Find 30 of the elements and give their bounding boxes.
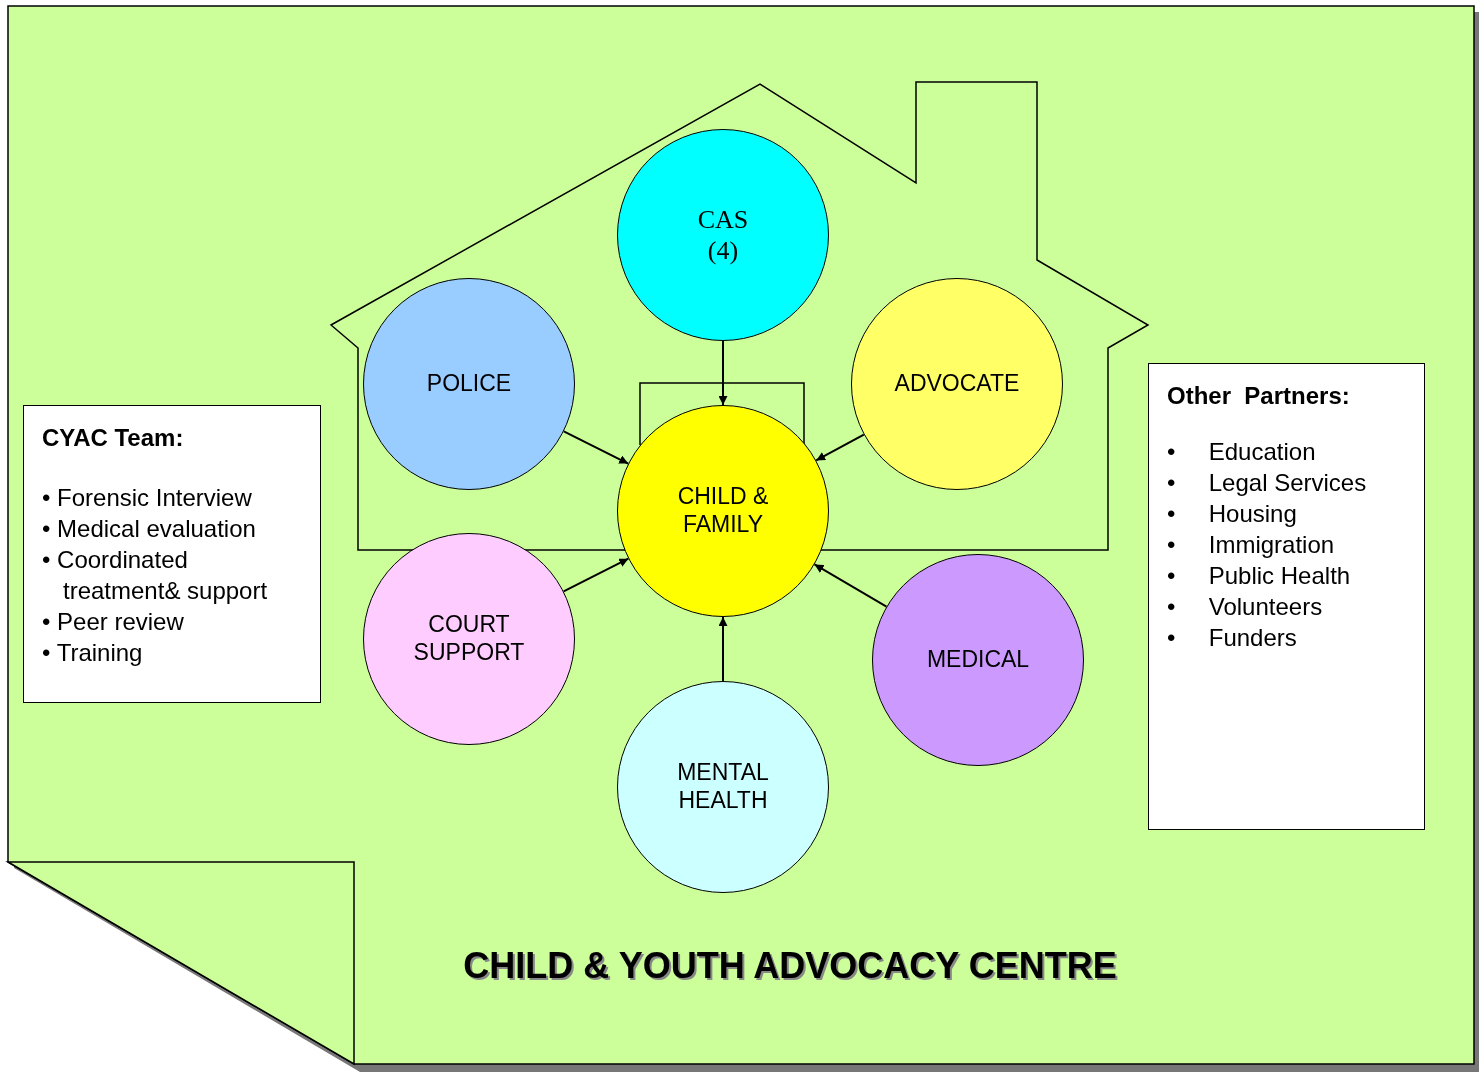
panel-heading: Other Partners: xyxy=(1167,382,1351,410)
diagram-title: CHILD & YOUTH ADVOCACY CENTRE xyxy=(462,945,1118,987)
node-label: CHILD & FAMILY xyxy=(676,483,770,539)
list-item: • Peer review xyxy=(42,607,185,637)
arrow xyxy=(718,616,728,682)
list-item: • Volunteers xyxy=(1167,592,1324,622)
node-label: COURT SUPPORT xyxy=(412,611,526,667)
arrow xyxy=(562,430,630,465)
node-label: MEDICAL xyxy=(926,646,1030,674)
list-item: • Forensic Interview xyxy=(42,483,253,513)
list-item: • Funders xyxy=(1167,623,1298,653)
arrow xyxy=(815,433,865,462)
node-label: ADVOCATE xyxy=(894,370,1020,398)
node-label: MENTAL HEALTH xyxy=(676,759,770,815)
arrow xyxy=(718,340,728,406)
arrow xyxy=(813,563,888,608)
list-item: • Coordinated treatment& support xyxy=(42,545,269,606)
arrow xyxy=(562,557,630,593)
list-item: • Medical evaluation xyxy=(42,514,257,544)
list-item: • Immigration xyxy=(1167,530,1336,560)
node-label: CAS (4) xyxy=(696,203,750,267)
panel-heading: CYAC Team: xyxy=(42,424,185,452)
text-panel xyxy=(23,405,321,703)
text-panel xyxy=(1148,363,1425,830)
list-item: • Training xyxy=(42,638,144,668)
list-item: • Public Health xyxy=(1167,561,1352,591)
node-label: POLICE xyxy=(426,370,512,398)
list-item: • Housing xyxy=(1167,499,1298,529)
list-item: • Education xyxy=(1167,437,1317,467)
list-item: • Legal Services xyxy=(1167,468,1368,498)
